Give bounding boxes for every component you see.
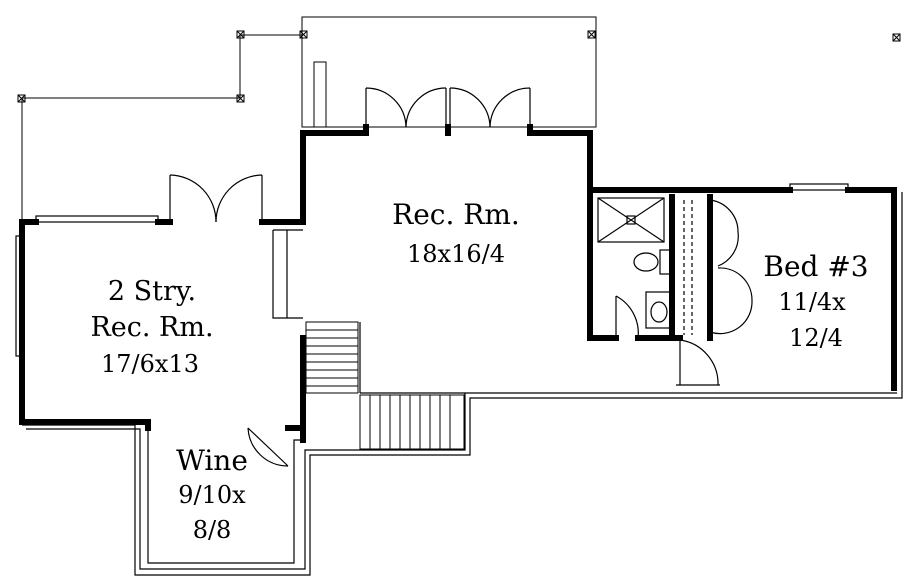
- left-deck: [21, 34, 302, 222]
- bed3-size-2: 12/4: [789, 324, 843, 352]
- stairs: [305, 321, 465, 450]
- doors: [169, 87, 753, 467]
- two-story-room-name-2: Rec. Rm.: [90, 312, 213, 343]
- post-marker: [587, 30, 596, 39]
- toilet: [633, 252, 659, 272]
- shower: [597, 197, 665, 243]
- wine-size-2: 8/8: [193, 516, 232, 544]
- wine-size-1: 9/10x: [178, 481, 246, 509]
- room-labels: Rec. Rm. 18x16/4 2 Stry. Rec. Rm. 17/6x1…: [90, 198, 868, 544]
- two-story-room-size: 17/6x13: [101, 350, 199, 378]
- post-marker: [236, 94, 245, 103]
- wine-name: Wine: [176, 444, 248, 477]
- post-marker: [17, 94, 26, 103]
- bath-fixtures: [597, 197, 693, 335]
- walls: [19, 124, 897, 443]
- upper-deck: [301, 16, 597, 128]
- bed3-name: Bed #3: [763, 250, 868, 283]
- post-marker: [236, 30, 245, 39]
- post-marker: [892, 33, 901, 42]
- sink: [645, 291, 673, 329]
- lower-perimeter: [15, 183, 903, 576]
- rec-room-name: Rec. Rm.: [392, 198, 520, 231]
- deck-stair: [313, 61, 327, 128]
- rec-room-size: 18x16/4: [407, 240, 505, 268]
- bed3-size-1: 11/4x: [778, 288, 846, 316]
- post-marker: [299, 30, 308, 39]
- two-story-room-name: 2 Stry.: [108, 276, 196, 307]
